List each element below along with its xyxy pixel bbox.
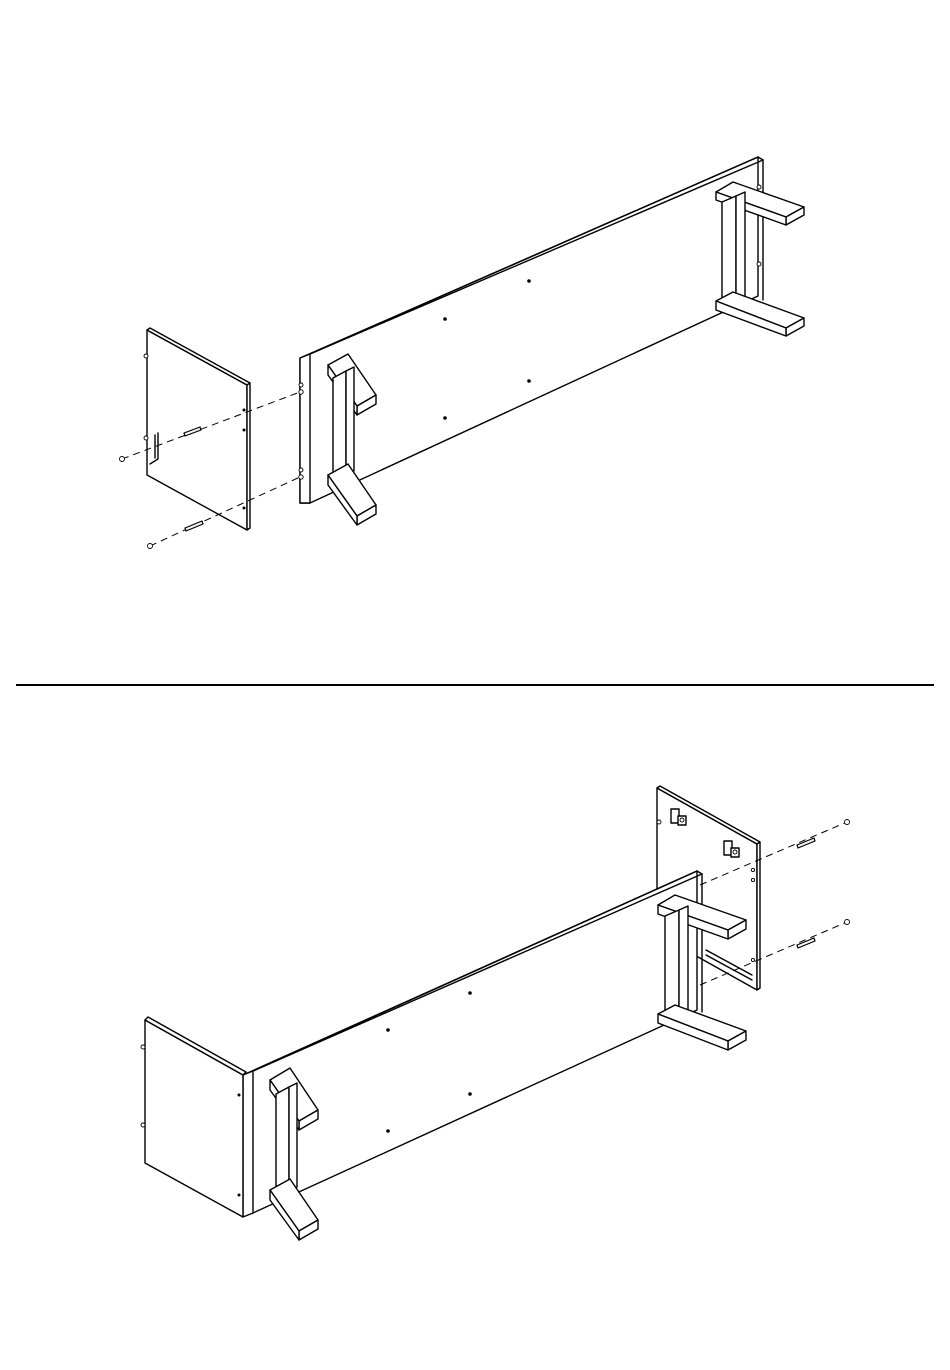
dowel xyxy=(797,838,815,848)
cam-screw xyxy=(845,920,850,925)
panel-hole xyxy=(468,991,472,995)
cam-screw xyxy=(120,457,125,462)
dowel-end xyxy=(299,468,303,472)
back-panel xyxy=(299,157,763,503)
dowel xyxy=(185,521,203,531)
step-2-assembled-view xyxy=(141,786,850,1240)
dowel xyxy=(797,938,815,948)
panel-hole xyxy=(468,1092,472,1096)
cam-screw xyxy=(845,820,850,825)
panel-hole xyxy=(527,379,531,383)
back-panel xyxy=(243,871,702,1217)
cam-screw xyxy=(148,544,153,549)
panel-hole xyxy=(443,416,447,420)
leg-frame-right xyxy=(716,182,804,336)
panel-hole xyxy=(386,1028,390,1032)
panel-hole xyxy=(443,317,447,321)
left-side-panel xyxy=(141,1017,246,1217)
step-1-exploded-view xyxy=(120,157,805,549)
panel-hole xyxy=(386,1129,390,1133)
panel-hole xyxy=(527,279,531,283)
dowel-end xyxy=(299,383,303,387)
